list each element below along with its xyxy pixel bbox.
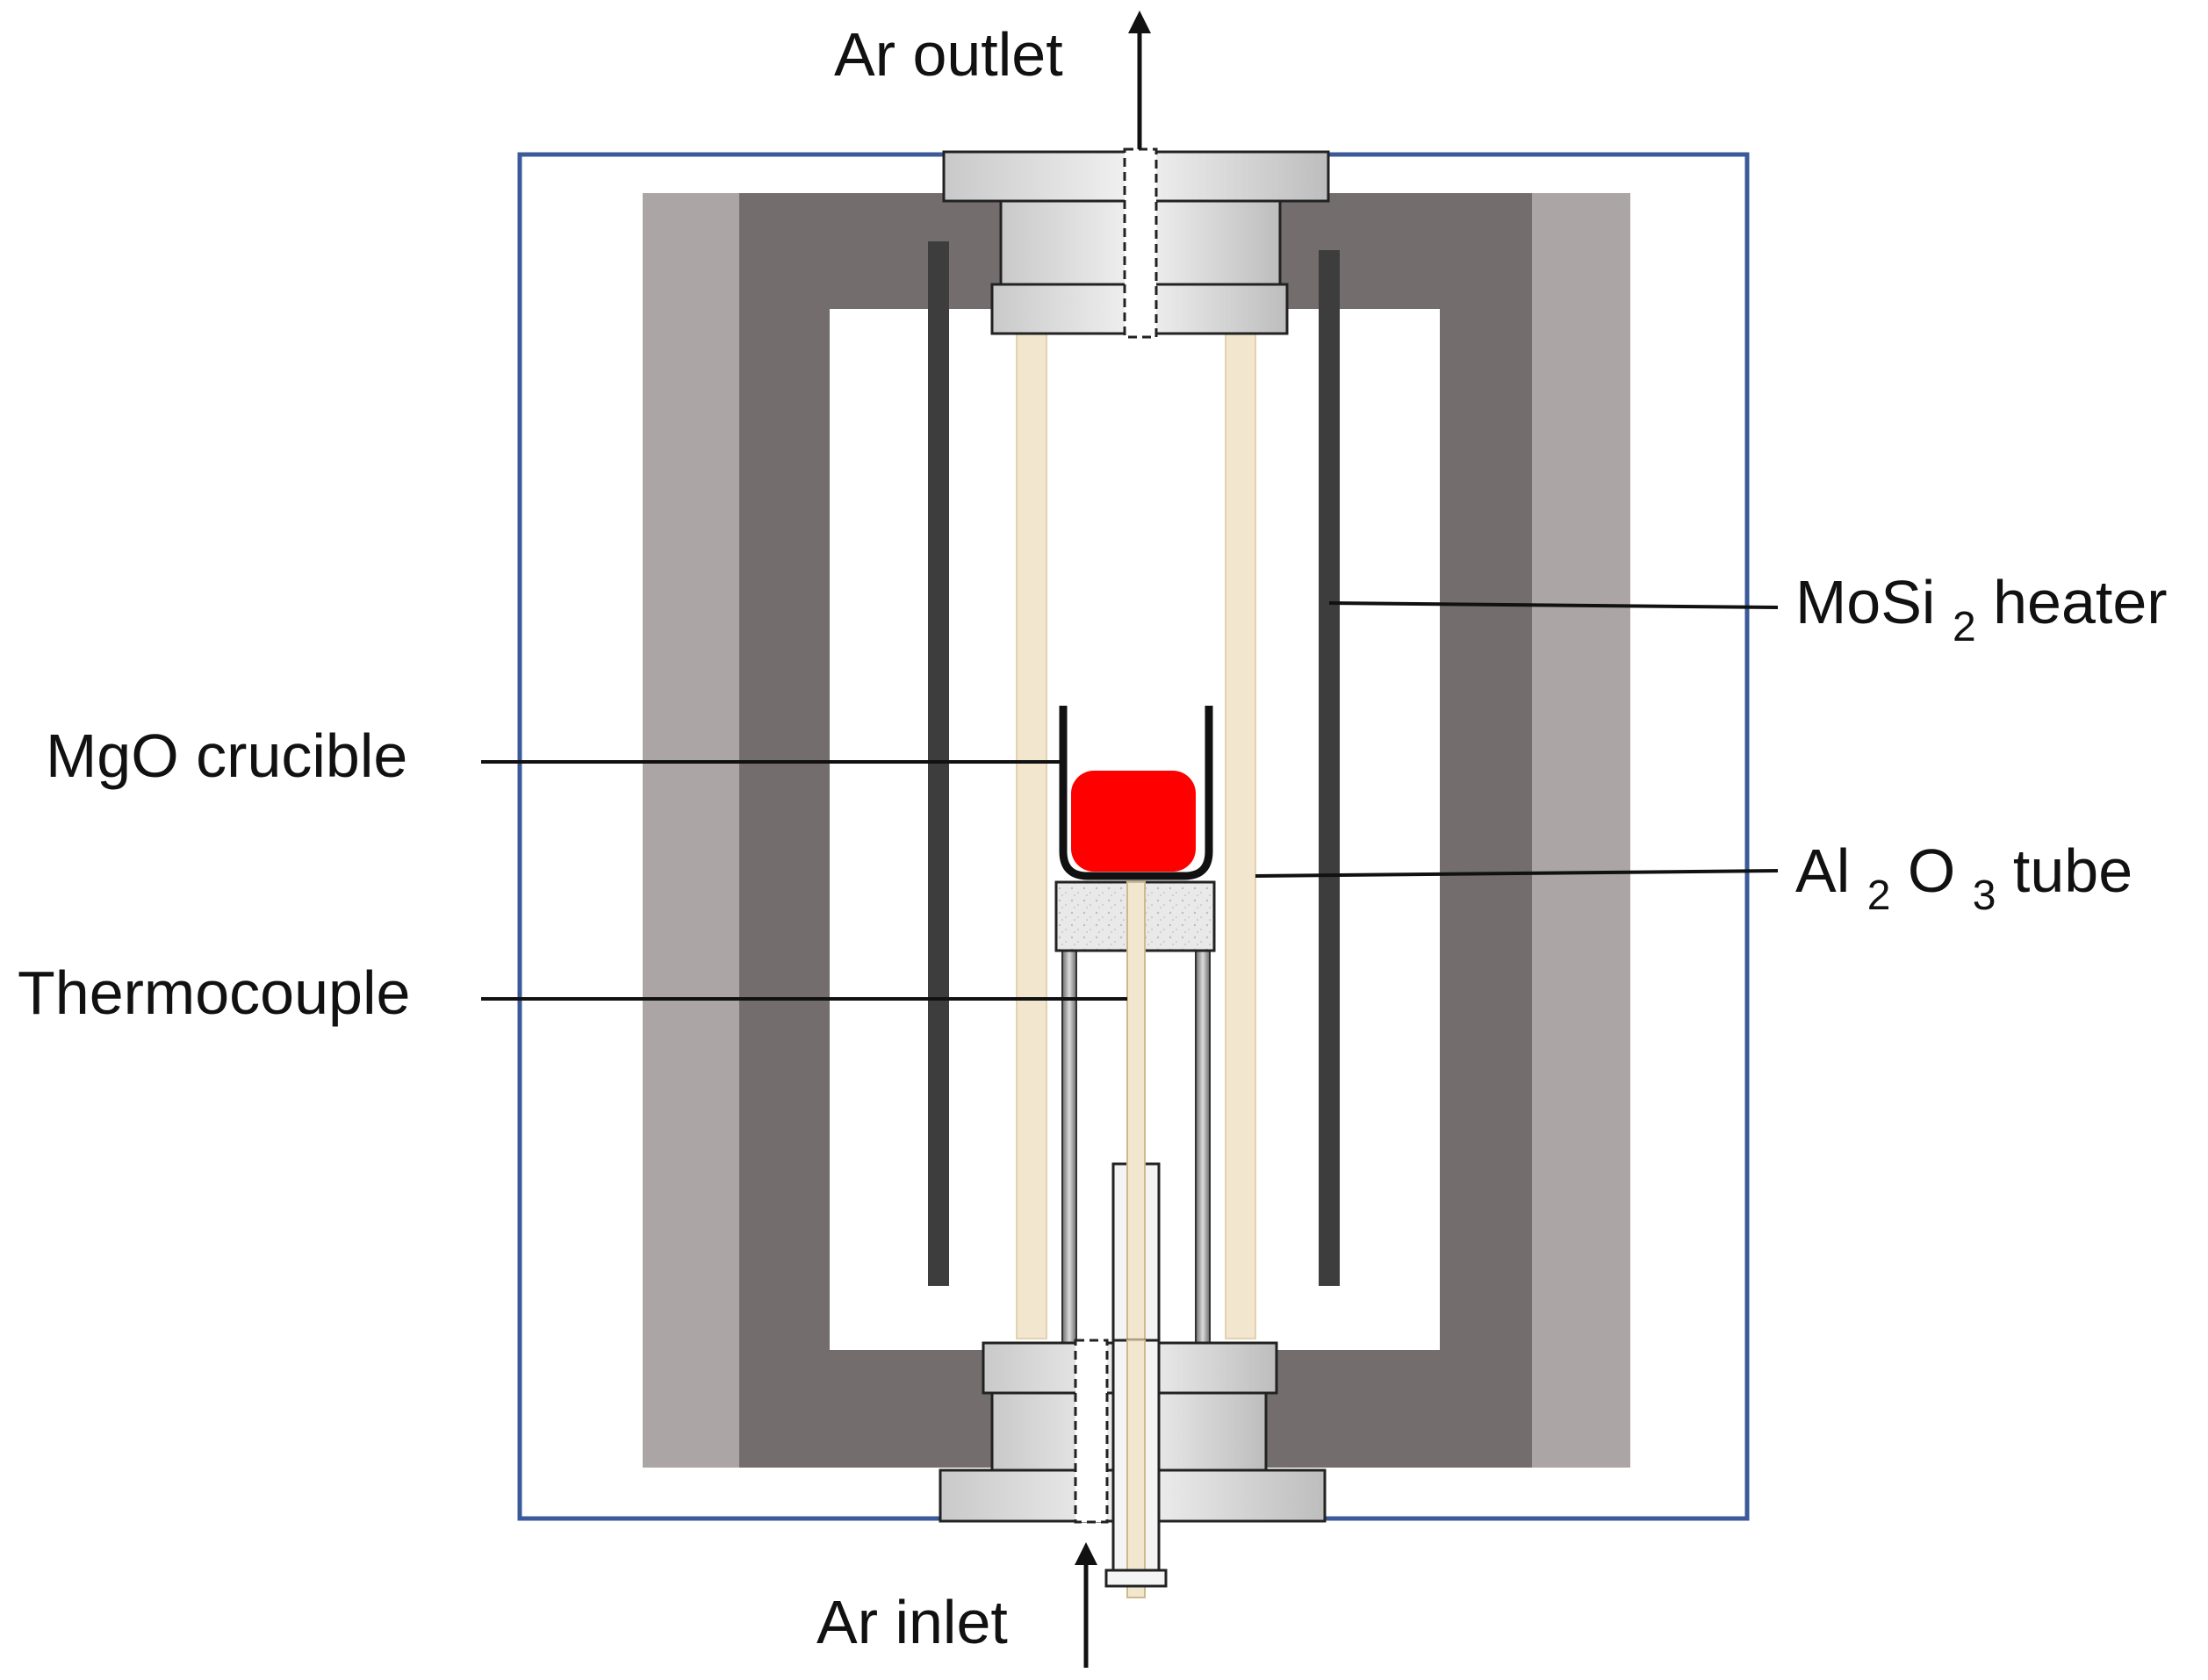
heater-label-suffix: heater bbox=[1993, 568, 2167, 636]
ar-inlet-label: Ar inlet bbox=[816, 1588, 1008, 1656]
thermocouple-label: Thermocouple bbox=[18, 958, 410, 1027]
alumina-tube-wall-left bbox=[1016, 333, 1047, 1339]
heater-leader-line bbox=[1328, 601, 1779, 609]
tube-label-o-subscript: 3 bbox=[1973, 872, 1996, 919]
heater-rod-right bbox=[1319, 250, 1340, 1286]
heater-label: MoSi 2 heater bbox=[1795, 568, 2168, 654]
outer-insulation-left bbox=[643, 193, 739, 1468]
heater-label-subscript: 2 bbox=[1953, 604, 1976, 650]
inner-insulation bbox=[739, 193, 1532, 1468]
support-rod-right bbox=[1195, 950, 1211, 1346]
tube-leader-line bbox=[1255, 869, 1779, 878]
tube-label: Al 2 O 3 tube bbox=[1795, 836, 2132, 923]
outer-insulation-right bbox=[1532, 193, 1630, 1468]
sample-melt bbox=[1071, 771, 1196, 872]
ar-outlet-label: Ar outlet bbox=[834, 20, 1063, 89]
inlet-arrow bbox=[1075, 1542, 1097, 1668]
tube-label-al: Al bbox=[1795, 836, 1850, 905]
alumina-tube-wall-right bbox=[1225, 333, 1256, 1339]
crucible-label: MgO crucible bbox=[46, 722, 407, 790]
inlet-port bbox=[1074, 1339, 1109, 1524]
tube-label-suffix: tube bbox=[2013, 836, 2132, 905]
tube-label-o: O bbox=[1908, 836, 1955, 905]
support-rod-left bbox=[1061, 950, 1077, 1346]
thermocouple-cap bbox=[1104, 1569, 1168, 1588]
mgo-crucible bbox=[1059, 706, 1213, 880]
outlet-arrow bbox=[1128, 11, 1151, 149]
outlet-port bbox=[1123, 147, 1158, 339]
heater-label-main: MoSi bbox=[1795, 568, 1935, 636]
thermocouple-lower bbox=[1126, 1339, 1146, 1598]
tube-label-al-subscript: 2 bbox=[1867, 872, 1891, 919]
